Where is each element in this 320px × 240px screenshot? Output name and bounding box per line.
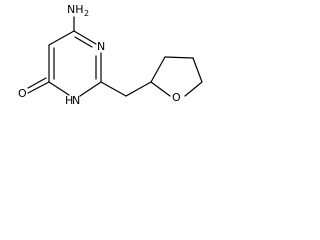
bond-c4-n3 <box>48 81 70 96</box>
bond-ch2-thf <box>125 81 152 97</box>
ring-nh-hydrogen: H <box>65 94 73 107</box>
bond-thf-c5-c4 <box>192 57 203 83</box>
molecule-structure: NH 2 N H N O O <box>18 3 203 107</box>
ring-nitrogen-bottom: N <box>72 94 80 107</box>
ether-oxygen: O <box>172 91 181 104</box>
bond-n3-c2 <box>79 81 102 97</box>
bond-thf-c2-o <box>150 81 171 97</box>
bond-n1-c6 <box>73 30 97 45</box>
bond-c6-c6-double <box>74 36 93 48</box>
bond-thf-o-c5 <box>184 81 203 97</box>
bond-thf-c4-c3 <box>164 56 194 59</box>
bond-c4-o-double <box>27 77 47 89</box>
amine-label: NH <box>67 3 84 16</box>
bond-c2-ch2 <box>100 81 127 97</box>
bond-c6-c5 <box>48 30 75 46</box>
bond-thf-c3-c2 <box>150 56 166 83</box>
ring-nitrogen-top: N <box>97 40 105 53</box>
amine-subscript: 2 <box>84 9 89 18</box>
carbonyl-oxygen: O <box>18 87 27 100</box>
bond-c4-o <box>27 81 50 94</box>
structure-canvas: NH 2 N H N O O <box>0 0 248 147</box>
